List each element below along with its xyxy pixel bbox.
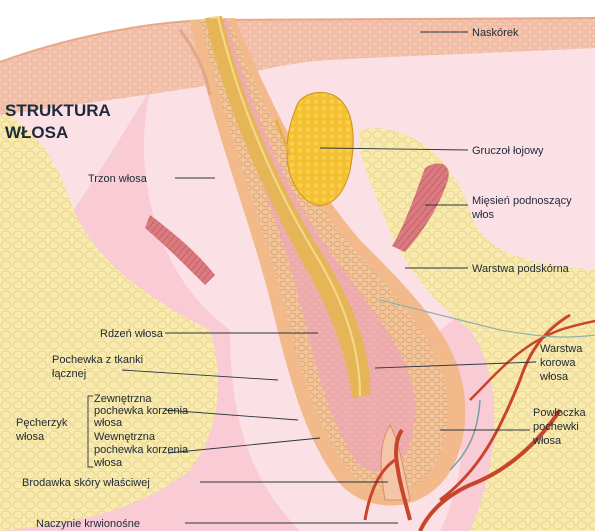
diagram-title-line2: WŁOSA <box>5 123 68 142</box>
diagram-title-line1: STRUKTURA <box>5 101 111 120</box>
label-naczynie-krwionosne: Naczynie krwionośne <box>36 518 140 530</box>
label-miesien-line2: włos <box>471 209 495 221</box>
label-rdzen-wlosa: Rdzeń włosa <box>100 328 164 340</box>
label-powloczka-line2: pochewki <box>533 421 579 433</box>
label-warstwa-podskorna: Warstwa podskórna <box>472 263 570 275</box>
label-gruczol-lojowy: Gruczoł łojowy <box>472 145 544 157</box>
label-brodawka: Brodawka skóry właściwej <box>22 477 150 489</box>
label-pecherzyk-line2: włosa <box>15 431 45 443</box>
label-pochewka-tkanki-line2: łącznej <box>52 368 86 380</box>
label-warstwa-korowa-line3: włosa <box>539 371 569 383</box>
label-zewnetrzna-line3: włosa <box>93 417 123 429</box>
label-warstwa-korowa-line2: korowa <box>540 357 576 369</box>
label-powloczka-line3: włosa <box>532 435 562 447</box>
label-pochewka-tkanki-line1: Pochewka z tkanki <box>52 354 143 366</box>
label-naskorek: Naskórek <box>472 27 519 39</box>
label-wewnetrzna-line2: pochewka korzenia <box>94 444 189 456</box>
label-pecherzyk-line1: Pęcherzyk <box>16 417 68 429</box>
label-wewnetrzna-line1: Wewnętrzna <box>94 431 156 443</box>
label-trzon-wlosa: Trzon włosa <box>88 173 148 185</box>
label-zewnetrzna-line2: pochewka korzenia <box>94 405 189 417</box>
label-zewnetrzna-line1: Zewnętrzna <box>94 393 152 405</box>
label-warstwa-korowa-line1: Warstwa <box>540 343 583 355</box>
label-wewnetrzna-line3: włosa <box>93 457 123 469</box>
label-powloczka-line1: Powłoczka <box>533 407 586 419</box>
label-miesien-line1: Mięsień podnoszący <box>472 195 572 207</box>
